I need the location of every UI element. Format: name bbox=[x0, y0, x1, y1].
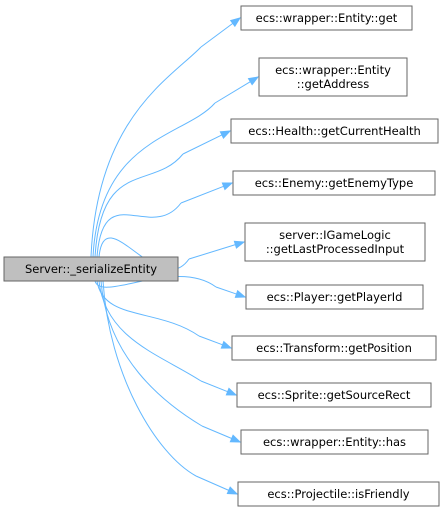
edge-to-health-get-current-health bbox=[94, 153, 184, 258]
callee-node-projectile-is-friendly-label: ecs::Projectile::isFriendly bbox=[267, 487, 409, 501]
arrowhead-icon bbox=[220, 340, 233, 349]
root-node-serialize-entity-label: Server::_serializeEntity bbox=[25, 262, 157, 276]
edge-to-transform-get-position bbox=[96, 280, 200, 337]
arrowhead-icon bbox=[229, 434, 242, 443]
callee-node-igamelogic-get-last-processed-input[interactable]: server::IGameLogic::getLastProcessedInpu… bbox=[244, 222, 426, 262]
callee-node-entity-get[interactable]: ecs::wrapper::Entity::get bbox=[240, 5, 413, 31]
callee-node-enemy-get-enemy-type-box bbox=[232, 170, 436, 196]
callee-node-transform-get-position-box bbox=[231, 335, 437, 361]
arrowhead-icon bbox=[226, 486, 239, 495]
callee-node-entity-has[interactable]: ecs::wrapper::Entity::has bbox=[240, 429, 429, 455]
callee-node-entity-get-address-box bbox=[258, 57, 408, 97]
edge-connector-sprite-get-source-rect bbox=[200, 380, 228, 393]
edge-connector-enemy-get-enemy-type bbox=[180, 185, 224, 204]
arrowhead-icon bbox=[247, 76, 260, 86]
edge-connector-entity-has bbox=[201, 425, 232, 439]
callee-node-igamelogic-get-last-processed-input-label: ::getLastProcessedInput bbox=[266, 242, 405, 256]
callee-node-entity-has-box bbox=[240, 429, 429, 455]
call-graph-nodes: Server::_serializeEntityecs::wrapper::En… bbox=[3, 5, 440, 507]
callee-node-sprite-get-source-rect[interactable]: ecs::Sprite::getSourceRect bbox=[236, 382, 432, 408]
callee-node-entity-get-address-label: ::getAddress bbox=[297, 77, 369, 91]
callee-node-entity-get-box bbox=[240, 5, 413, 31]
callee-node-player-get-player-id[interactable]: ecs::Player::getPlayerId bbox=[245, 284, 424, 310]
callee-node-health-get-current-health-box bbox=[230, 118, 439, 144]
edge-connector-entity-get bbox=[200, 22, 234, 48]
arrowhead-icon bbox=[219, 130, 232, 139]
edge-connector-health-get-current-health bbox=[182, 134, 223, 155]
callee-node-entity-get-address[interactable]: ecs::wrapper::Entity::getAddress bbox=[258, 57, 408, 97]
edge-to-entity-get bbox=[90, 46, 202, 258]
callee-node-igamelogic-get-last-processed-input-label: server::IGameLogic bbox=[279, 228, 391, 242]
edge-to-sprite-get-source-rect bbox=[98, 280, 202, 382]
callee-node-enemy-get-enemy-type-label: ecs::Enemy::getEnemyType bbox=[255, 176, 414, 190]
edge-connector-igamelogic-get-last-processed-input bbox=[188, 244, 236, 260]
callee-node-projectile-is-friendly-box bbox=[237, 481, 440, 507]
arrowhead-icon bbox=[233, 240, 246, 249]
edge-connector-entity-get-address bbox=[214, 81, 251, 104]
callee-node-sprite-get-source-rect-box bbox=[236, 382, 432, 408]
callee-node-player-get-player-id-box bbox=[245, 284, 424, 310]
root-node-serialize-entity[interactable]: Server::_serializeEntity bbox=[3, 256, 179, 282]
arrowhead-icon bbox=[225, 387, 238, 396]
callee-node-health-get-current-health-label: ecs::Health::getCurrentHealth bbox=[248, 124, 421, 138]
callee-node-transform-get-position-label: ecs::Transform::getPosition bbox=[256, 341, 412, 355]
callee-node-player-get-player-id-label: ecs::Player::getPlayerId bbox=[267, 290, 403, 304]
callee-node-igamelogic-get-last-processed-input-box bbox=[244, 222, 426, 262]
callee-node-entity-get-label: ecs::wrapper::Entity::get bbox=[256, 11, 398, 25]
edge-to-entity-get-address bbox=[92, 102, 216, 258]
arrowhead-icon bbox=[234, 289, 247, 298]
callee-node-transform-get-position[interactable]: ecs::Transform::getPosition bbox=[231, 335, 437, 361]
arrowhead-icon bbox=[221, 182, 234, 191]
edge-connector-projectile-is-friendly bbox=[195, 475, 229, 491]
callee-node-health-get-current-health[interactable]: ecs::Health::getCurrentHealth bbox=[230, 118, 439, 144]
callee-node-sprite-get-source-rect-label: ecs::Sprite::getSourceRect bbox=[258, 388, 411, 402]
call-edges bbox=[90, 17, 260, 495]
callee-node-enemy-get-enemy-type[interactable]: ecs::Enemy::getEnemyType bbox=[232, 170, 436, 196]
root-node-serialize-entity-box bbox=[3, 256, 179, 282]
callee-node-entity-has-label: ecs::wrapper::Entity::has bbox=[263, 435, 406, 449]
edge-connector-player-get-player-id bbox=[215, 286, 237, 295]
edge-to-enemy-get-enemy-type bbox=[96, 202, 182, 258]
edge-to-projectile-is-friendly bbox=[102, 280, 197, 477]
callee-node-projectile-is-friendly[interactable]: ecs::Projectile::isFriendly bbox=[237, 481, 440, 507]
edge-connector-transform-get-position bbox=[198, 335, 223, 346]
arrowhead-icon bbox=[229, 17, 242, 28]
callee-node-entity-get-address-label: ecs::wrapper::Entity bbox=[275, 63, 391, 77]
